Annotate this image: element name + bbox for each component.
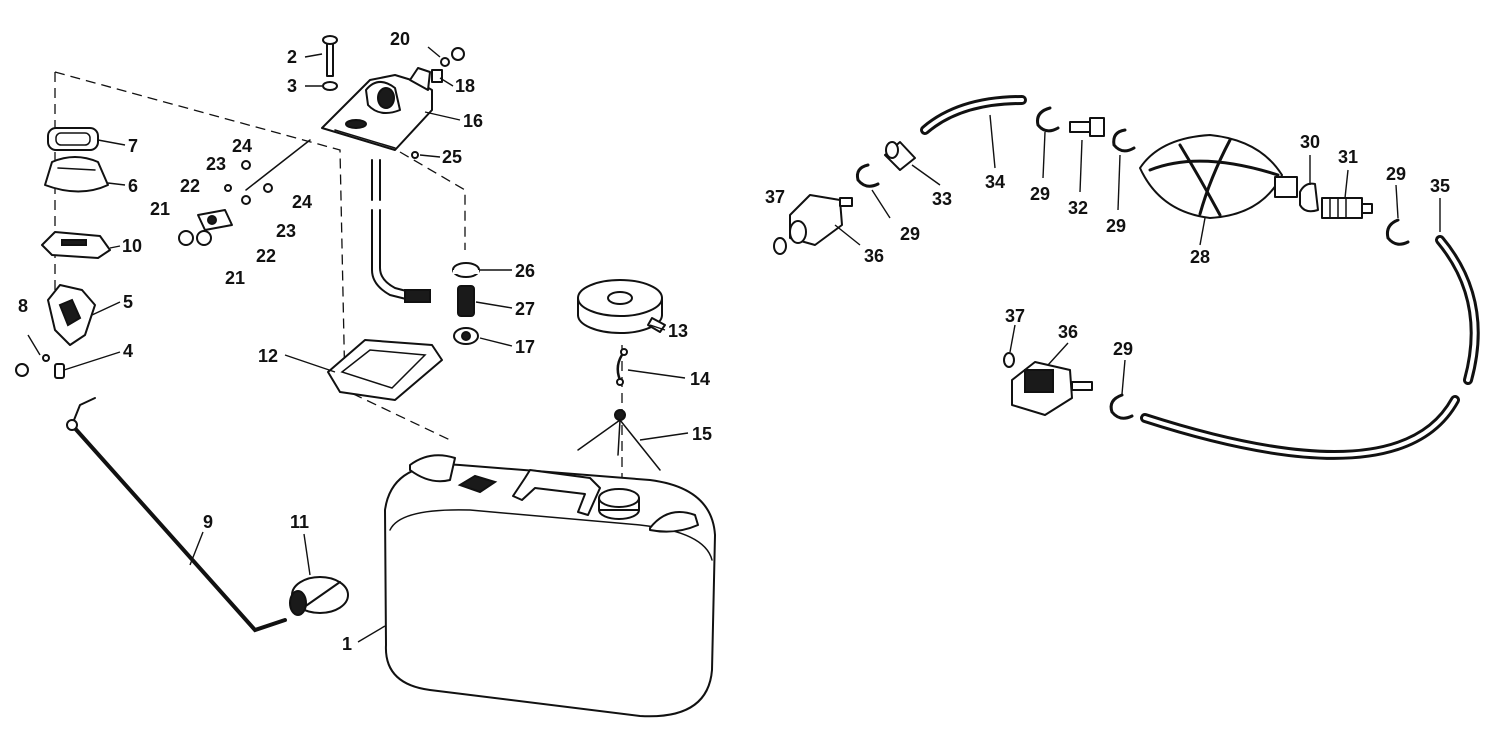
ball-25	[411, 151, 419, 159]
label-14: 14	[690, 369, 710, 389]
seat-17	[453, 327, 479, 345]
label-29d: 29	[1386, 164, 1406, 184]
chain-14	[616, 348, 628, 386]
outlet-18	[431, 69, 443, 83]
connector-32	[1069, 117, 1105, 137]
label-10: 10	[122, 236, 142, 256]
fuel-tank	[384, 454, 716, 718]
label-20: 20	[390, 29, 410, 49]
sleeve-33	[884, 141, 916, 171]
label-5: 5	[123, 292, 133, 312]
o-ring-37-top	[773, 237, 787, 255]
gasket-12	[327, 339, 443, 401]
label-23a: 23	[206, 154, 226, 174]
gauge-lens-7	[47, 127, 99, 151]
assembly-guide-lines	[54, 71, 623, 495]
gauge-housing-6	[44, 156, 109, 193]
small-hardware-group	[178, 139, 311, 246]
label-21a: 21	[150, 199, 170, 219]
disc-26	[452, 262, 480, 278]
label-29e: 29	[1113, 339, 1133, 359]
label-6: 6	[128, 176, 138, 196]
hose-34	[920, 95, 1027, 135]
clamp-29-mid	[1112, 128, 1136, 153]
label-27: 27	[515, 299, 535, 319]
part-number-labels: 2 3 20 18 16 25 7 6 10 5 8 4 24 23 22 24…	[18, 29, 1450, 654]
gauge-bracket-5	[47, 284, 96, 346]
label-22a: 22	[180, 176, 200, 196]
label-29c: 29	[900, 224, 920, 244]
gauge-plate-10	[41, 231, 111, 259]
label-7: 7	[128, 136, 138, 156]
label-37a: 37	[765, 187, 785, 207]
spring-27	[457, 285, 475, 317]
ring-30	[1299, 182, 1319, 213]
hose-35	[1140, 235, 1480, 460]
screw-4	[54, 363, 65, 379]
cap-20	[440, 47, 465, 67]
label-29b: 29	[1106, 216, 1126, 236]
label-24a: 24	[232, 136, 252, 156]
label-2: 2	[287, 47, 297, 67]
label-4: 4	[123, 341, 133, 361]
clamp-29-top	[1036, 106, 1060, 133]
connector-36-top	[789, 194, 853, 246]
label-15: 15	[692, 424, 712, 444]
label-23b: 23	[276, 221, 296, 241]
label-31: 31	[1338, 147, 1358, 167]
filler-cap-13	[577, 279, 666, 334]
pickup-tube	[371, 159, 431, 303]
label-9: 9	[203, 512, 213, 532]
washer-3	[322, 81, 338, 91]
screw-8	[15, 354, 50, 377]
label-29a: 29	[1030, 184, 1050, 204]
clamp-29-right	[1386, 218, 1410, 246]
o-ring-37-bottom	[1003, 352, 1015, 368]
clamp-29-bottom	[1109, 393, 1134, 420]
label-35: 35	[1430, 176, 1450, 196]
label-30: 30	[1300, 132, 1320, 152]
label-11: 11	[290, 512, 309, 532]
label-37b: 37	[1005, 306, 1025, 326]
label-36b: 36	[1058, 322, 1078, 342]
label-17: 17	[515, 337, 535, 357]
label-8: 8	[18, 296, 28, 316]
fitting-body-16	[321, 67, 433, 151]
float-rod	[66, 397, 287, 633]
label-22b: 22	[256, 246, 276, 266]
retainer-15	[577, 409, 661, 471]
screw-2	[322, 35, 338, 77]
label-16: 16	[463, 111, 483, 131]
primer-bulb-28	[1139, 134, 1298, 219]
label-3: 3	[287, 76, 297, 96]
label-24b: 24	[292, 192, 312, 212]
label-18: 18	[455, 76, 475, 96]
label-36a: 36	[864, 246, 884, 266]
label-25: 25	[442, 147, 462, 167]
float	[289, 576, 349, 616]
connector-36-bottom	[1011, 361, 1093, 416]
check-valve-31	[1321, 197, 1373, 219]
label-26: 26	[515, 261, 535, 281]
label-1: 1	[342, 634, 352, 654]
label-21b: 21	[225, 268, 245, 288]
label-28: 28	[1190, 247, 1210, 267]
clamp-29-left	[856, 163, 880, 188]
leader-lines	[27, 46, 1441, 643]
label-32: 32	[1068, 198, 1088, 218]
label-13: 13	[668, 321, 688, 341]
label-12: 12	[258, 346, 278, 366]
label-34: 34	[985, 172, 1005, 192]
label-33: 33	[932, 189, 952, 209]
